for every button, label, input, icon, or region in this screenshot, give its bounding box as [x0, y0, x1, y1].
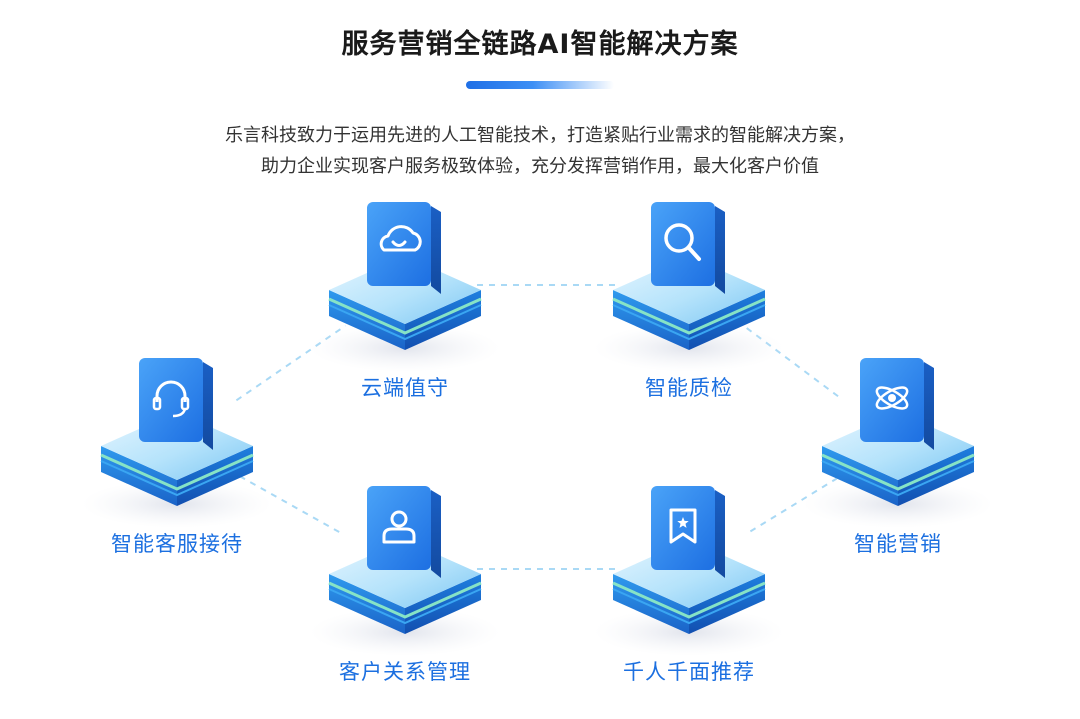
platform-stripe [821, 460, 975, 497]
page-title: 服务营销全链路AI智能解决方案 [341, 29, 739, 60]
label-crm: 客户关系管理 [339, 660, 471, 684]
intro-line-2: 助力企业实现客户服务极致体验，充分发挥营销作用，最大化客户价值 [261, 156, 819, 177]
platform-stripe [328, 304, 482, 341]
platform-left-face [329, 290, 405, 350]
platform-right-face [177, 446, 253, 506]
label-recommend: 千人千面推荐 [623, 660, 755, 684]
tile-side [715, 490, 725, 578]
platform-stripe [612, 581, 766, 619]
platform-stripe [821, 453, 975, 491]
platform-stripe [328, 588, 482, 625]
platform-stripe [612, 297, 766, 335]
icon-tile [651, 486, 715, 570]
platform-stripe [612, 588, 766, 625]
tile-side [715, 206, 725, 294]
platform-left-face [101, 446, 177, 506]
tile-side [203, 362, 213, 450]
intro-text: 乐言科技致力于运用先进的人工智能技术，打造紧贴行业需求的智能解决方案， 助力企业… [0, 120, 1080, 182]
platform-stripe [328, 297, 482, 335]
connector-layer [235, 284, 841, 570]
platform-stripe [100, 460, 254, 497]
label-smart-marketing: 智能营销 [854, 532, 942, 556]
label-smart-service: 智能客服接待 [111, 532, 243, 556]
tile-side [924, 362, 934, 450]
tile-side [431, 490, 441, 578]
node-smart-service [82, 358, 272, 528]
icon-tile [651, 202, 715, 286]
platform-right-face [689, 574, 765, 634]
platform-stripe [612, 304, 766, 341]
cloud-icon [379, 225, 422, 252]
node-cloud-guard [310, 202, 500, 372]
node-crm [310, 486, 500, 656]
platform-left-face [613, 574, 689, 634]
label-cloud-guard: 云端值守 [361, 376, 449, 400]
icon-tile [139, 358, 203, 442]
platform-right-face [689, 290, 765, 350]
intro-line-1: 乐言科技致力于运用先进的人工智能技术，打造紧贴行业需求的智能解决方案， [225, 125, 855, 146]
node-smart-qc [594, 202, 784, 372]
node-smart-marketing [803, 358, 993, 528]
platform-left-face [822, 446, 898, 506]
headset-icon [152, 380, 190, 418]
magnifier-icon [664, 223, 701, 261]
connector-line [746, 327, 841, 399]
star-bookmark-icon [669, 508, 697, 544]
label-smart-qc: 智能质检 [645, 376, 733, 400]
platform-stripe [100, 453, 254, 491]
user-icon [382, 510, 416, 544]
platform-right-face [405, 290, 481, 350]
platform-left-face [329, 574, 405, 634]
atom-icon [875, 386, 909, 410]
platform-stripe [328, 581, 482, 619]
platform-right-face [898, 446, 974, 506]
connector-line [749, 477, 838, 533]
node-recommend [594, 486, 784, 656]
platform-left-face [613, 290, 689, 350]
tile-side [431, 206, 441, 294]
title-underline [466, 81, 614, 89]
connector-line [239, 475, 343, 535]
platform-right-face [405, 574, 481, 634]
node-layer [82, 202, 993, 656]
